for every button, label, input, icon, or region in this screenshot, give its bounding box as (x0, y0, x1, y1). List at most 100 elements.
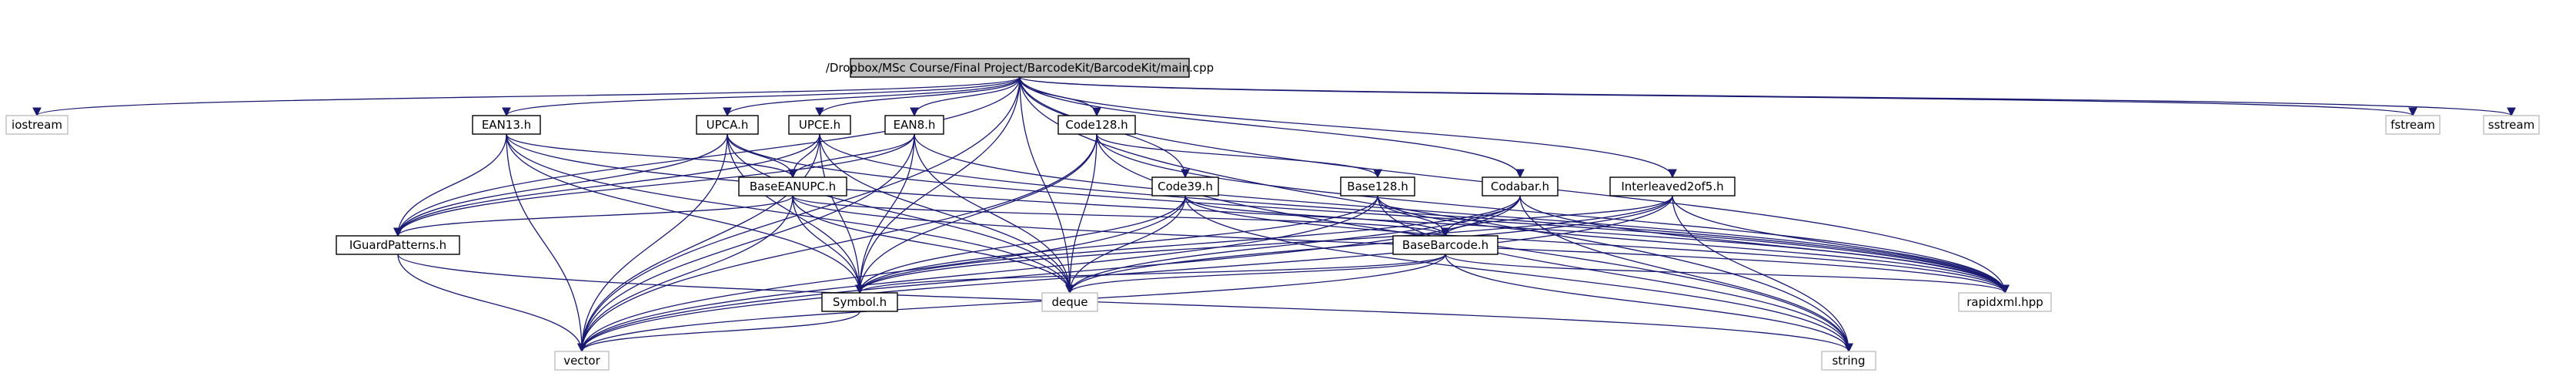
node-box-i2of5 (1609, 176, 1736, 197)
node-label-sstream: sstream (2488, 118, 2534, 132)
edge-basebarcode-to-deque (1065, 254, 1446, 294)
edge-main-to-string (1019, 76, 1853, 353)
edge-ean8-to-vector (577, 133, 915, 353)
edge-baseeanupc-to-symbol (792, 195, 864, 294)
edge-basebarcode-to-rapidxml (1445, 254, 2010, 294)
node-label-main: /Dropbox/MSc Course/Final Project/Barcod… (826, 61, 1214, 75)
node-box-iostream (5, 115, 68, 135)
edge-iguard-to-string (397, 254, 1853, 353)
node-box-deque (1041, 292, 1098, 312)
edge-basebarcode-to-symbol (855, 254, 1446, 294)
edge-baseeanupc-to-deque (792, 195, 1074, 294)
edge-ean8-to-rapidxml (914, 133, 2010, 294)
node-label-code39: Code39.h (1158, 180, 1213, 193)
edge-upce-to-symbol (819, 133, 864, 294)
node-box-ean13 (472, 115, 541, 135)
node-box-symbol (821, 292, 898, 312)
edge-main-to-i2of5 (1019, 76, 1677, 179)
node-ean8[interactable]: EAN8.h (884, 115, 944, 135)
edge-ean13-to-rapidxml (506, 133, 2010, 294)
node-label-i2of5: Interleaved2of5.h (1621, 180, 1723, 193)
node-rapidxml: rapidxml.hpp (1958, 292, 2052, 312)
edge-ean13-to-vector (506, 133, 586, 353)
edge-main-to-ean13 (502, 76, 1021, 117)
node-box-vector (554, 351, 610, 371)
edge-code128-to-deque (1065, 133, 1098, 294)
node-box-upca (696, 115, 759, 135)
edge-ean13-to-baseeanupc (506, 133, 797, 179)
node-box-upce (788, 115, 851, 135)
edge-i2of5-to-vector (577, 195, 1673, 353)
node-iostream: iostream (5, 115, 68, 135)
edge-i2of5-to-rapidxml (1672, 195, 2010, 294)
node-box-ean8 (884, 115, 944, 135)
node-iguard[interactable]: IGuardPatterns.h (336, 235, 460, 255)
node-box-main (850, 58, 1190, 78)
edge-upca-to-deque (727, 133, 1074, 294)
edge-code39-to-vector (577, 195, 1186, 353)
node-basebarcode[interactable]: BaseBarcode.h (1392, 235, 1498, 255)
node-label-code128: Code128.h (1065, 118, 1128, 132)
node-label-base128: Base128.h (1347, 180, 1408, 193)
edge-ean8-to-symbol (855, 133, 915, 294)
edge-upca-to-symbol (727, 133, 864, 294)
file-nodes: /Dropbox/MSc Course/Final Project/Barcod… (5, 58, 2540, 371)
node-i2of5[interactable]: Interleaved2of5.h (1609, 176, 1736, 197)
node-label-string: string (1832, 354, 1865, 368)
node-label-fstream: fstream (2391, 118, 2435, 132)
edge-ean8-to-iguard (393, 133, 915, 237)
node-box-iguard (336, 235, 460, 255)
edge-i2of5-to-basebarcode (1441, 195, 1673, 237)
node-label-baseeanupc: BaseEANUPC.h (750, 180, 836, 193)
node-ean13[interactable]: EAN13.h (472, 115, 541, 135)
edge-base128-to-string (1377, 195, 1853, 353)
node-code128[interactable]: Code128.h (1057, 115, 1136, 135)
node-label-deque: deque (1051, 295, 1088, 309)
node-sstream: sstream (2483, 115, 2540, 135)
edge-upca-to-vector (577, 133, 728, 353)
node-main[interactable]: /Dropbox/MSc Course/Final Project/Barcod… (826, 58, 1214, 78)
edge-code128-to-base128 (1096, 133, 1382, 179)
edge-main-to-iostream (32, 76, 1021, 117)
edge-code128-to-rapidxml (1096, 133, 2010, 294)
edge-upce-to-deque (819, 133, 1074, 294)
node-box-baseeanupc (738, 176, 847, 197)
node-code39[interactable]: Code39.h (1151, 176, 1219, 197)
node-label-ean8: EAN8.h (894, 118, 936, 132)
node-label-ean13: EAN13.h (482, 118, 531, 132)
edge-codabar-to-symbol (855, 195, 1521, 294)
edge-upce-to-iguard (393, 133, 820, 237)
edge-base128-to-symbol (855, 195, 1378, 294)
edge-upce-to-vector (577, 133, 820, 353)
edge-ean13-to-iguard (393, 133, 507, 237)
edge-codabar-to-string (1519, 195, 1853, 353)
edge-main-to-sstream (1019, 76, 2516, 117)
edge-i2of5-to-symbol (855, 195, 1673, 294)
node-box-code39 (1151, 176, 1219, 197)
edge-basebarcode-to-string (1445, 254, 1853, 353)
edge-main-to-upca (723, 76, 1021, 117)
node-label-codabar: Codabar.h (1491, 180, 1549, 193)
node-base128[interactable]: Base128.h (1340, 176, 1415, 197)
edge-i2of5-to-string (1672, 195, 1853, 353)
node-label-iguard: IGuardPatterns.h (349, 238, 446, 252)
node-upca[interactable]: UPCA.h (696, 115, 759, 135)
node-deque: deque (1041, 292, 1098, 312)
edge-code39-to-string (1184, 195, 1853, 353)
node-fstream: fstream (2385, 115, 2441, 135)
node-label-vector: vector (563, 354, 600, 368)
edge-main-to-vector (577, 76, 1021, 353)
edge-main-to-upce (815, 76, 1021, 117)
edge-main-to-codabar (1019, 76, 1525, 179)
node-codabar[interactable]: Codabar.h (1482, 176, 1559, 197)
node-baseeanupc[interactable]: BaseEANUPC.h (738, 176, 847, 197)
node-symbol[interactable]: Symbol.h (821, 292, 898, 312)
node-box-codabar (1482, 176, 1559, 197)
edge-ean13-to-symbol (506, 133, 864, 294)
edge-symbol-to-vector (577, 311, 860, 353)
node-upce[interactable]: UPCE.h (788, 115, 851, 135)
node-box-rapidxml (1958, 292, 2052, 312)
node-vector: vector (554, 351, 610, 371)
node-label-iostream: iostream (12, 118, 62, 132)
